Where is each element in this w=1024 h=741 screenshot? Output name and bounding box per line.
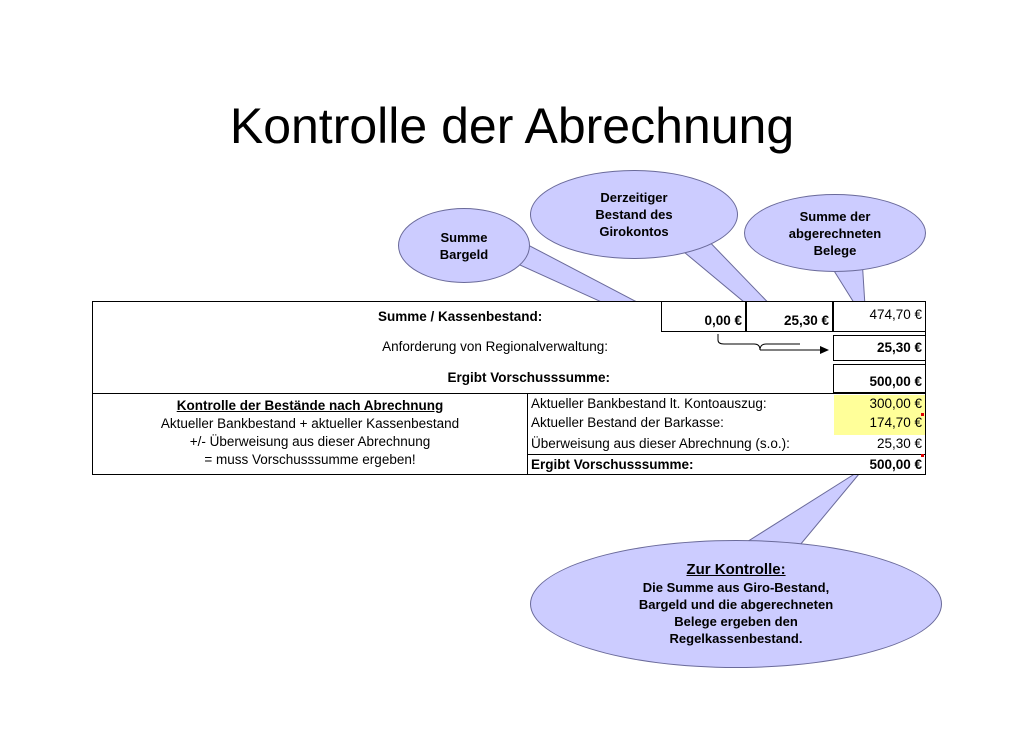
row-bank-value: 300,00 €	[869, 396, 922, 411]
cell-summe-bargeld	[746, 301, 833, 332]
callout-belege-text: Summe der abgerechneten Belege	[788, 208, 882, 258]
callout-kontrolle-title: Zur Kontrolle:	[686, 561, 786, 578]
comment-marker	[921, 454, 924, 457]
value-bargeld: 25,30 €	[783, 313, 829, 328]
callout-giro-text: Derzeitiger Bestand des Girokontos	[595, 190, 673, 239]
vorschuss-label: Ergibt Vorschusssumme:	[447, 370, 610, 385]
callout-giro: Derzeitiger Bestand des Girokontos	[530, 170, 738, 259]
cell-vorschuss	[833, 364, 926, 393]
callout-kontrolle: Zur Kontrolle: Die Summe aus Giro-Bestan…	[530, 540, 942, 668]
row-barkasse-value: 174,70 €	[869, 415, 922, 430]
value-belege: 474,70 €	[869, 307, 922, 322]
summe-label: Summe / Kassenbestand:	[378, 309, 543, 324]
kontrolle-line-1: Aktueller Bankbestand + aktueller Kassen…	[160, 416, 460, 431]
callout-bargeld: Summe Bargeld	[398, 208, 530, 283]
kontrolle-heading: Kontrolle der Bestände nach Abrechnung	[176, 398, 444, 413]
lower-table-left-border	[92, 393, 528, 475]
row-vorschuss-value: 500,00 €	[869, 457, 922, 472]
callout-belege: Summe der abgerechneten Belege	[744, 194, 926, 272]
slide-title: Kontrolle der Abrechnung	[229, 98, 795, 154]
value-giro: 0,00 €	[704, 313, 742, 328]
kontrolle-line-2: +/- Überweisung aus dieser Abrechnung	[189, 434, 431, 449]
vorschuss-value: 500,00 €	[869, 374, 922, 389]
ergibt-row-line	[528, 454, 926, 455]
cell-summe-belege	[833, 301, 926, 332]
row-vorschuss-label: Ergibt Vorschusssumme:	[531, 457, 694, 472]
anforderung-value: 25,30 €	[876, 340, 922, 355]
callout-kontrolle-text: Die Summe aus Giro-Bestand, Bargeld und …	[638, 580, 834, 646]
row-ueberweisung-value: 25,30 €	[876, 436, 922, 451]
cell-anforderung	[833, 335, 926, 361]
comment-marker	[921, 413, 924, 416]
row-ueberweisung-label: Überweisung aus dieser Abrechnung (s.o.)…	[531, 436, 790, 451]
row-bank-label: Aktueller Bankbestand lt. Kontoauszug:	[531, 396, 767, 411]
cell-summe-giro	[661, 301, 746, 332]
kontrolle-line-3: = muss Vorschusssumme ergeben!	[204, 452, 416, 467]
row-barkasse-label: Aktueller Bestand der Barkasse:	[531, 415, 724, 430]
callout-bargeld-text: Summe Bargeld	[439, 229, 489, 262]
highlight-bank	[834, 395, 925, 435]
anforderung-label: Anforderung von Regionalverwaltung:	[382, 339, 608, 354]
